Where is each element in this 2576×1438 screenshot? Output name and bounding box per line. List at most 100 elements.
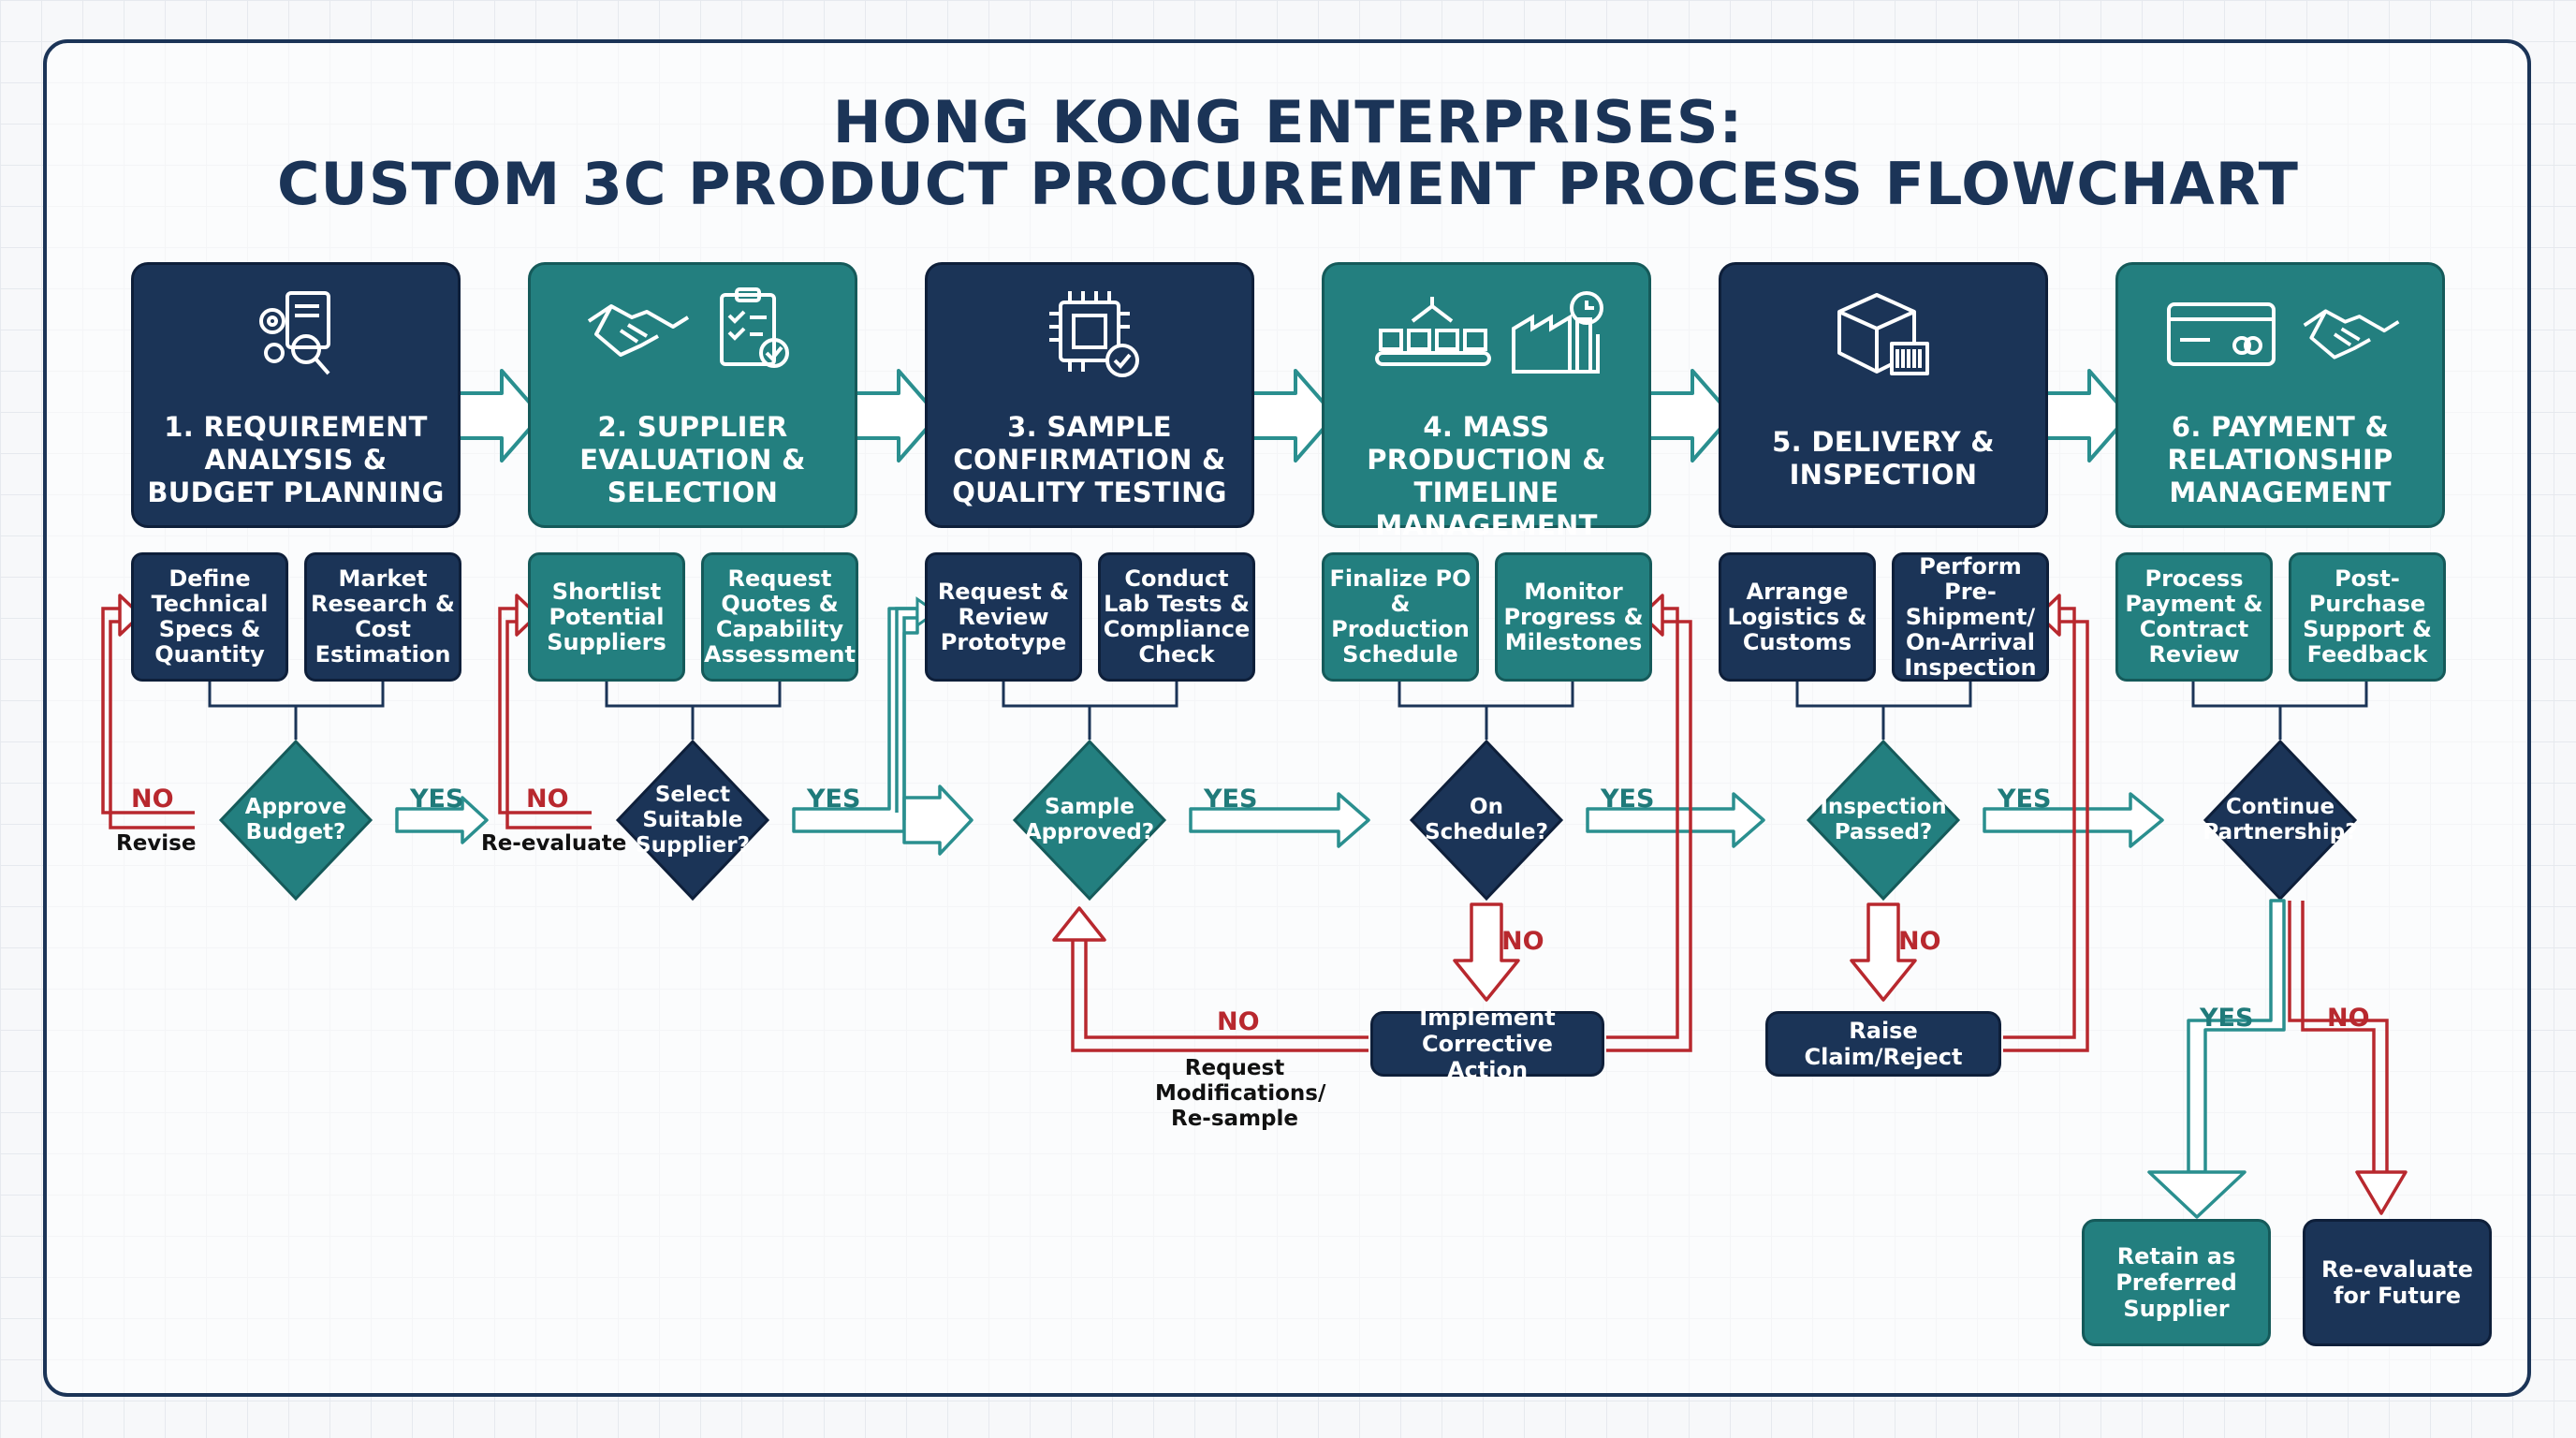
yes-arrow-6-head xyxy=(2147,1170,2247,1219)
no-label-5: NO xyxy=(1898,927,1941,956)
yes-arrows xyxy=(395,607,2286,1219)
handshake-icon xyxy=(2303,309,2400,360)
yes-label-3: YES xyxy=(1204,785,1258,814)
no-head-4-back xyxy=(1640,594,1664,637)
package-barcode-icon xyxy=(1837,293,1929,375)
no-arrow-6-line xyxy=(2288,901,2389,1172)
no-arrow-heads xyxy=(118,594,2408,1215)
handshake-icon xyxy=(587,304,690,357)
decision-4-text: On Schedule? xyxy=(1425,795,1548,844)
factory-clock-icon xyxy=(1512,291,1603,374)
bracket-4 xyxy=(1398,682,1574,740)
stage-1-label: 1. REQUIREMENT ANALYSIS & BUDGET PLANNIN… xyxy=(147,411,445,508)
yes-label-5: YES xyxy=(1998,785,2052,814)
re-evaluate-note: Re-evaluate xyxy=(481,831,627,856)
substep-4a: Finalize PO & Production Schedule xyxy=(1322,552,1479,682)
stage-arrow-3-4 xyxy=(1245,369,1337,462)
yes-label-1: YES xyxy=(410,785,464,814)
stage-5-label: 5. DELIVERY & INSPECTION xyxy=(1772,426,1995,491)
re-evaluate-future-box: Re-evaluate for Future xyxy=(2303,1219,2492,1346)
substep-6b: Post-Purchase Support & Feedback xyxy=(2289,552,2446,682)
yes-label-6: YES xyxy=(2200,1004,2254,1033)
decision-1-text: Approve Budget? xyxy=(244,795,347,844)
stage-flow-arrows xyxy=(451,369,2130,462)
yes-arrow-6 xyxy=(2187,899,2286,1174)
stage-arrow-1-2 xyxy=(451,369,543,462)
decision-3-text: Sample Approved? xyxy=(1024,795,1155,844)
stage-5-box: 5. DELIVERY & INSPECTION xyxy=(1719,262,2048,528)
decision-6-text: Continue Partnership? xyxy=(2203,795,2358,844)
stage-2-label: 2. SUPPLIER EVALUATION & SELECTION xyxy=(579,411,806,508)
decision-diamond-5 xyxy=(1806,739,1961,902)
title-line-1: HONG KONG ENTERPRISES: xyxy=(832,88,1744,156)
request-modifications-note: Request Modifications/ Re-sample xyxy=(1155,1056,1326,1131)
stage-3-label: 3. SAMPLE CONFIRMATION & QUALITY TESTING xyxy=(952,411,1227,508)
no-loop-2 xyxy=(498,607,592,814)
substep-2b: Request Quotes & Capability Assessment xyxy=(701,552,858,682)
substep-4b: Monitor Progress & Milestones xyxy=(1495,552,1652,682)
clipboard-checklist-icon xyxy=(720,287,789,368)
revise-note: Revise xyxy=(116,831,197,856)
stage-arrow-4-5 xyxy=(1642,369,1734,462)
substep-2a: Shortlist Potential Suppliers xyxy=(528,552,685,682)
decision-diamond-1 xyxy=(218,739,373,902)
stage-3-box: 3. SAMPLE CONFIRMATION & QUALITY TESTING xyxy=(925,262,1254,528)
raise-claim-box: Raise Claim/Reject xyxy=(1765,1011,2001,1077)
stage-6-label: 6. PAYMENT & RELATIONSHIP MANAGEMENT xyxy=(2167,411,2393,508)
yes-arrow-3 xyxy=(1189,792,1370,848)
yes-loop-2-to-3 xyxy=(895,607,917,813)
no-loop-5-back xyxy=(2003,607,2076,1039)
credit-card-icon xyxy=(2167,302,2276,366)
substep-3a: Request & Review Prototype xyxy=(925,552,1082,682)
stage-arrow-5-6 xyxy=(2039,369,2130,462)
no-head-5-back xyxy=(2037,594,2061,637)
stage-4-box: 4. MASS PRODUCTION & TIMELINE MANAGEMENT xyxy=(1322,262,1651,541)
substep-5a: Arrange Logistics & Customs xyxy=(1719,552,1876,682)
substep-1b: Market Research & Cost Estimation xyxy=(304,552,461,682)
bracket-3 xyxy=(1002,682,1178,740)
yes-arrow-1 xyxy=(395,796,489,844)
no-label-2: NO xyxy=(526,785,569,814)
yes-arrow-4 xyxy=(1586,792,1765,848)
no-label-4: NO xyxy=(1501,927,1544,956)
bracket-5 xyxy=(1795,682,1972,740)
chip-check-icon xyxy=(1049,291,1139,377)
substep-6a: Process Payment & Contract Review xyxy=(2115,552,2273,682)
no-label-6: NO xyxy=(2327,1004,2370,1033)
no-head-3 xyxy=(1052,906,1106,942)
stage-4-label: 4. MASS PRODUCTION & TIMELINE MANAGEMENT xyxy=(1367,411,1606,541)
decision-diamond-6 xyxy=(2203,739,2358,902)
no-loop-3 xyxy=(1084,936,1368,1039)
no-arrows xyxy=(101,607,2389,1172)
retain-supplier-box: Retain as Preferred Supplier xyxy=(2082,1219,2271,1346)
decision-diamonds xyxy=(218,739,2358,902)
substep-5b: Perform Pre-Shipment/ On-Arrival Inspect… xyxy=(1892,552,2049,682)
substep-1a: Define Technical Specs & Quantity xyxy=(131,552,288,682)
yes-label-2: YES xyxy=(807,785,861,814)
stage-6-box: 6. PAYMENT & RELATIONSHIP MANAGEMENT xyxy=(2115,262,2445,528)
no-label-3: NO xyxy=(1217,1007,1260,1036)
bracket-6 xyxy=(2191,682,2368,740)
no-loop-1 xyxy=(101,607,195,814)
no-head-4-down xyxy=(1453,902,1520,1002)
assembly-line-icon xyxy=(1375,297,1491,366)
yes-arrow-2-head xyxy=(902,785,973,856)
yes-label-4: YES xyxy=(1601,785,1655,814)
stage-arrow-2-3 xyxy=(848,369,940,462)
no-head-6 xyxy=(2355,1170,2408,1215)
decision-diamond-2 xyxy=(615,739,770,902)
no-loop-4-back xyxy=(1606,607,1679,1039)
bracket-connectors xyxy=(208,682,2368,740)
no-label-1: NO xyxy=(131,785,174,814)
gears-document-magnifier-icon xyxy=(259,291,330,375)
decision-5-text: Inspection Passed? xyxy=(1820,795,1947,844)
decision-diamond-3 xyxy=(1012,739,1167,902)
no-head-2 xyxy=(515,594,539,637)
decision-diamond-4 xyxy=(1409,739,1564,902)
diagram-frame xyxy=(43,39,2531,1397)
no-head-5-down xyxy=(1850,902,1917,1002)
bracket-1 xyxy=(208,682,385,740)
decision-2-text: Select Suitable Supplier? xyxy=(636,782,750,858)
bracket-2 xyxy=(605,682,782,740)
